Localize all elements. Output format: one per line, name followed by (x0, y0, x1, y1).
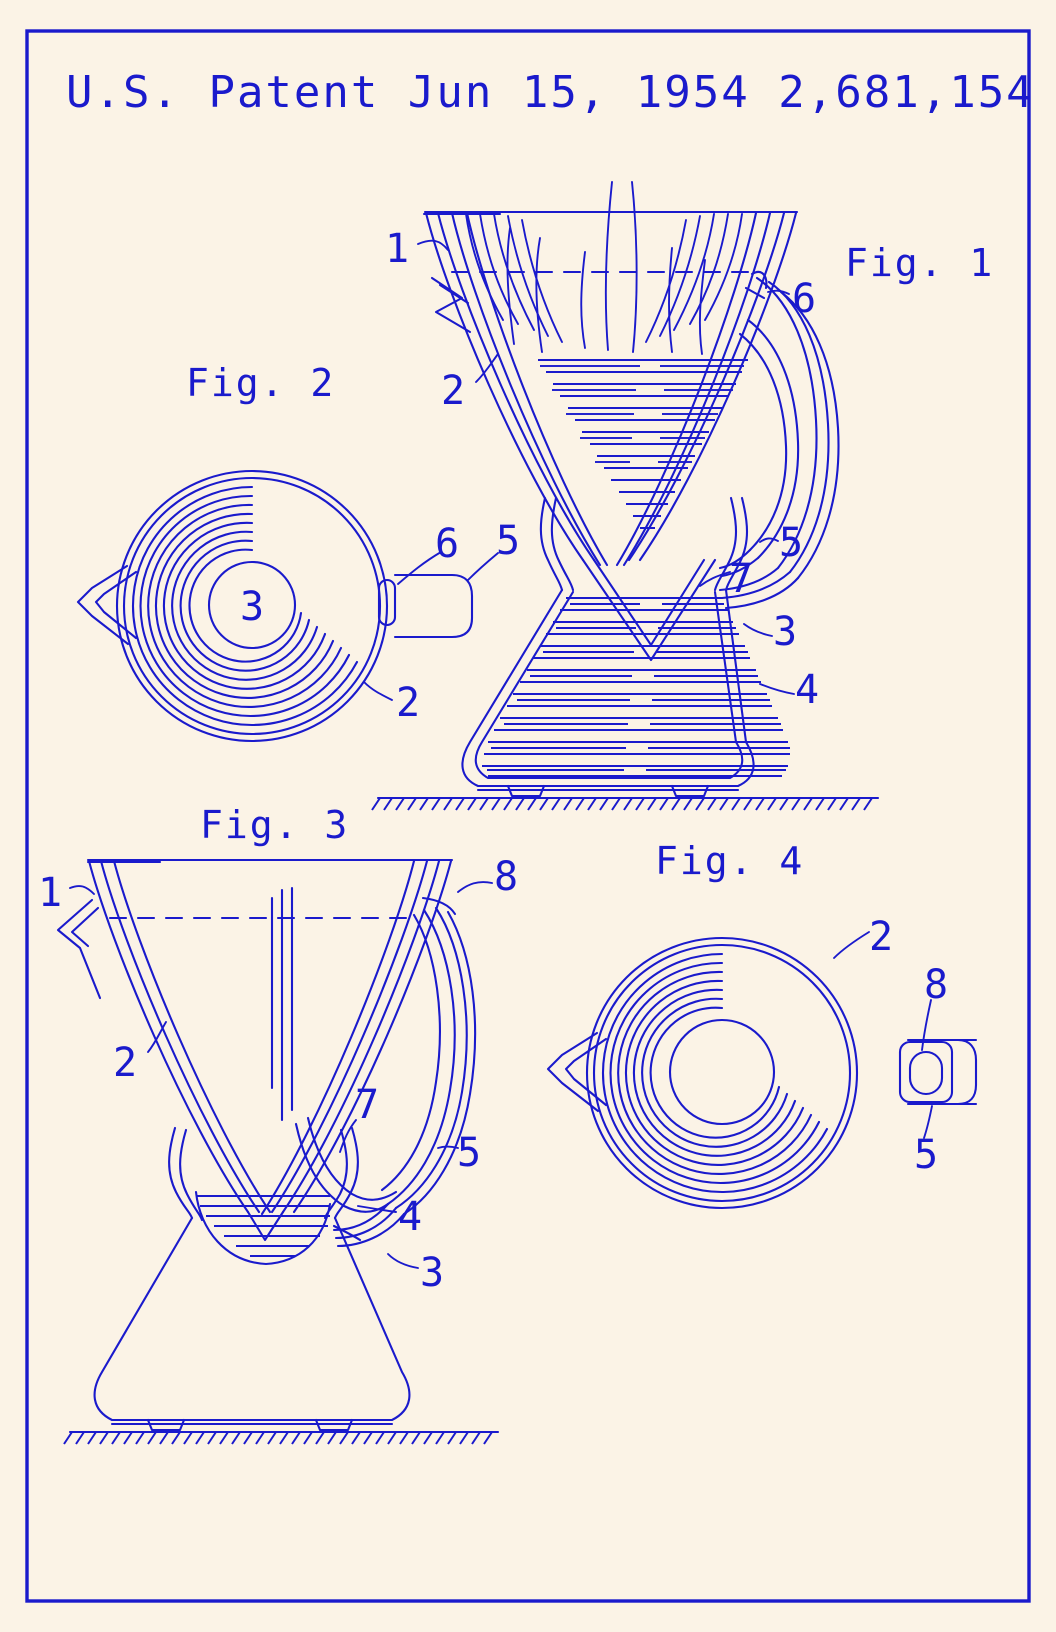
fig1-funnel-liquid (538, 359, 748, 529)
fig1-flask-outline (461, 588, 755, 788)
figure-3: Fig. 3 (38, 803, 518, 1445)
fig2-callout-6: 6 (435, 521, 459, 567)
fig3-callout-3: 3 (420, 1250, 444, 1296)
fig3-handle (294, 896, 477, 1248)
fig4-spout (546, 1031, 600, 1113)
fig2-callout-5: 5 (496, 518, 520, 564)
fig1-callout-6: 6 (792, 276, 816, 322)
figure-1-label: Fig. 1 (845, 241, 994, 285)
fig3-callout-7: 7 (355, 1082, 379, 1128)
fig4-center-hole (668, 1018, 776, 1126)
fig4-callout-2: 2 (869, 914, 893, 960)
figure-3-label: Fig. 3 (200, 803, 349, 847)
fig1-callout-3: 3 (773, 609, 797, 655)
fig3-flask-outline (93, 1216, 411, 1422)
fig2-outer-rim (115, 469, 389, 743)
fig2-flutes (131, 485, 359, 727)
fig3-callout-4: 4 (398, 1194, 422, 1240)
fig2-handle-lug (377, 573, 474, 639)
fig1-callout-2: 2 (441, 368, 465, 414)
fig3-callout-2: 2 (113, 1040, 137, 1086)
fig4-leaders (833, 931, 933, 1139)
fig1-ground (371, 796, 880, 811)
fig4-outer-rim (585, 936, 859, 1210)
fig3-flask-liquid (196, 1195, 330, 1257)
fig4-collar-lug (898, 1038, 978, 1106)
fig1-leaders (417, 239, 795, 695)
fig3-ground (63, 1430, 500, 1445)
fig4-eye-outer (898, 1040, 954, 1104)
fig3-leaders (69, 881, 493, 1269)
sheet-border (25, 29, 1031, 1603)
fig2-callout-2: 2 (396, 680, 420, 726)
figure-4: Fig. 4 (546, 839, 978, 1210)
fig2-spout (76, 564, 130, 646)
fig2-leaders (363, 551, 499, 701)
fig1-pour-streams (506, 181, 706, 355)
fig1-callout-5: 5 (779, 520, 803, 566)
figure-2-label: Fig. 2 (186, 361, 335, 405)
figure-4-label: Fig. 4 (655, 839, 804, 883)
fig3-callout-5: 5 (457, 1130, 481, 1176)
fig1-callout-4: 4 (795, 667, 819, 713)
fig4-callout-8: 8 (924, 962, 948, 1008)
fig1-callout-7: 7 (729, 556, 753, 602)
fig2-center-hole (207, 560, 297, 650)
fig4-callout-5: 5 (914, 1132, 938, 1178)
fig1-flask-liquid (482, 597, 790, 777)
fig4-eye-inner (908, 1050, 944, 1096)
fig4-flutes (601, 952, 829, 1194)
fig1-handle (718, 270, 840, 610)
fig3-callout-8: 8 (494, 854, 518, 900)
fig3-callout-1: 1 (38, 870, 62, 916)
patent-header: U.S. Patent Jun 15, 1954 2,681,154 (66, 67, 1035, 118)
fig1-callout-1: 1 (385, 226, 409, 272)
fig2-callout-3: 3 (240, 584, 264, 630)
figure-1: Fig. 1 (371, 181, 994, 811)
figure-2: Fig. 2 3 6 (76, 361, 520, 743)
